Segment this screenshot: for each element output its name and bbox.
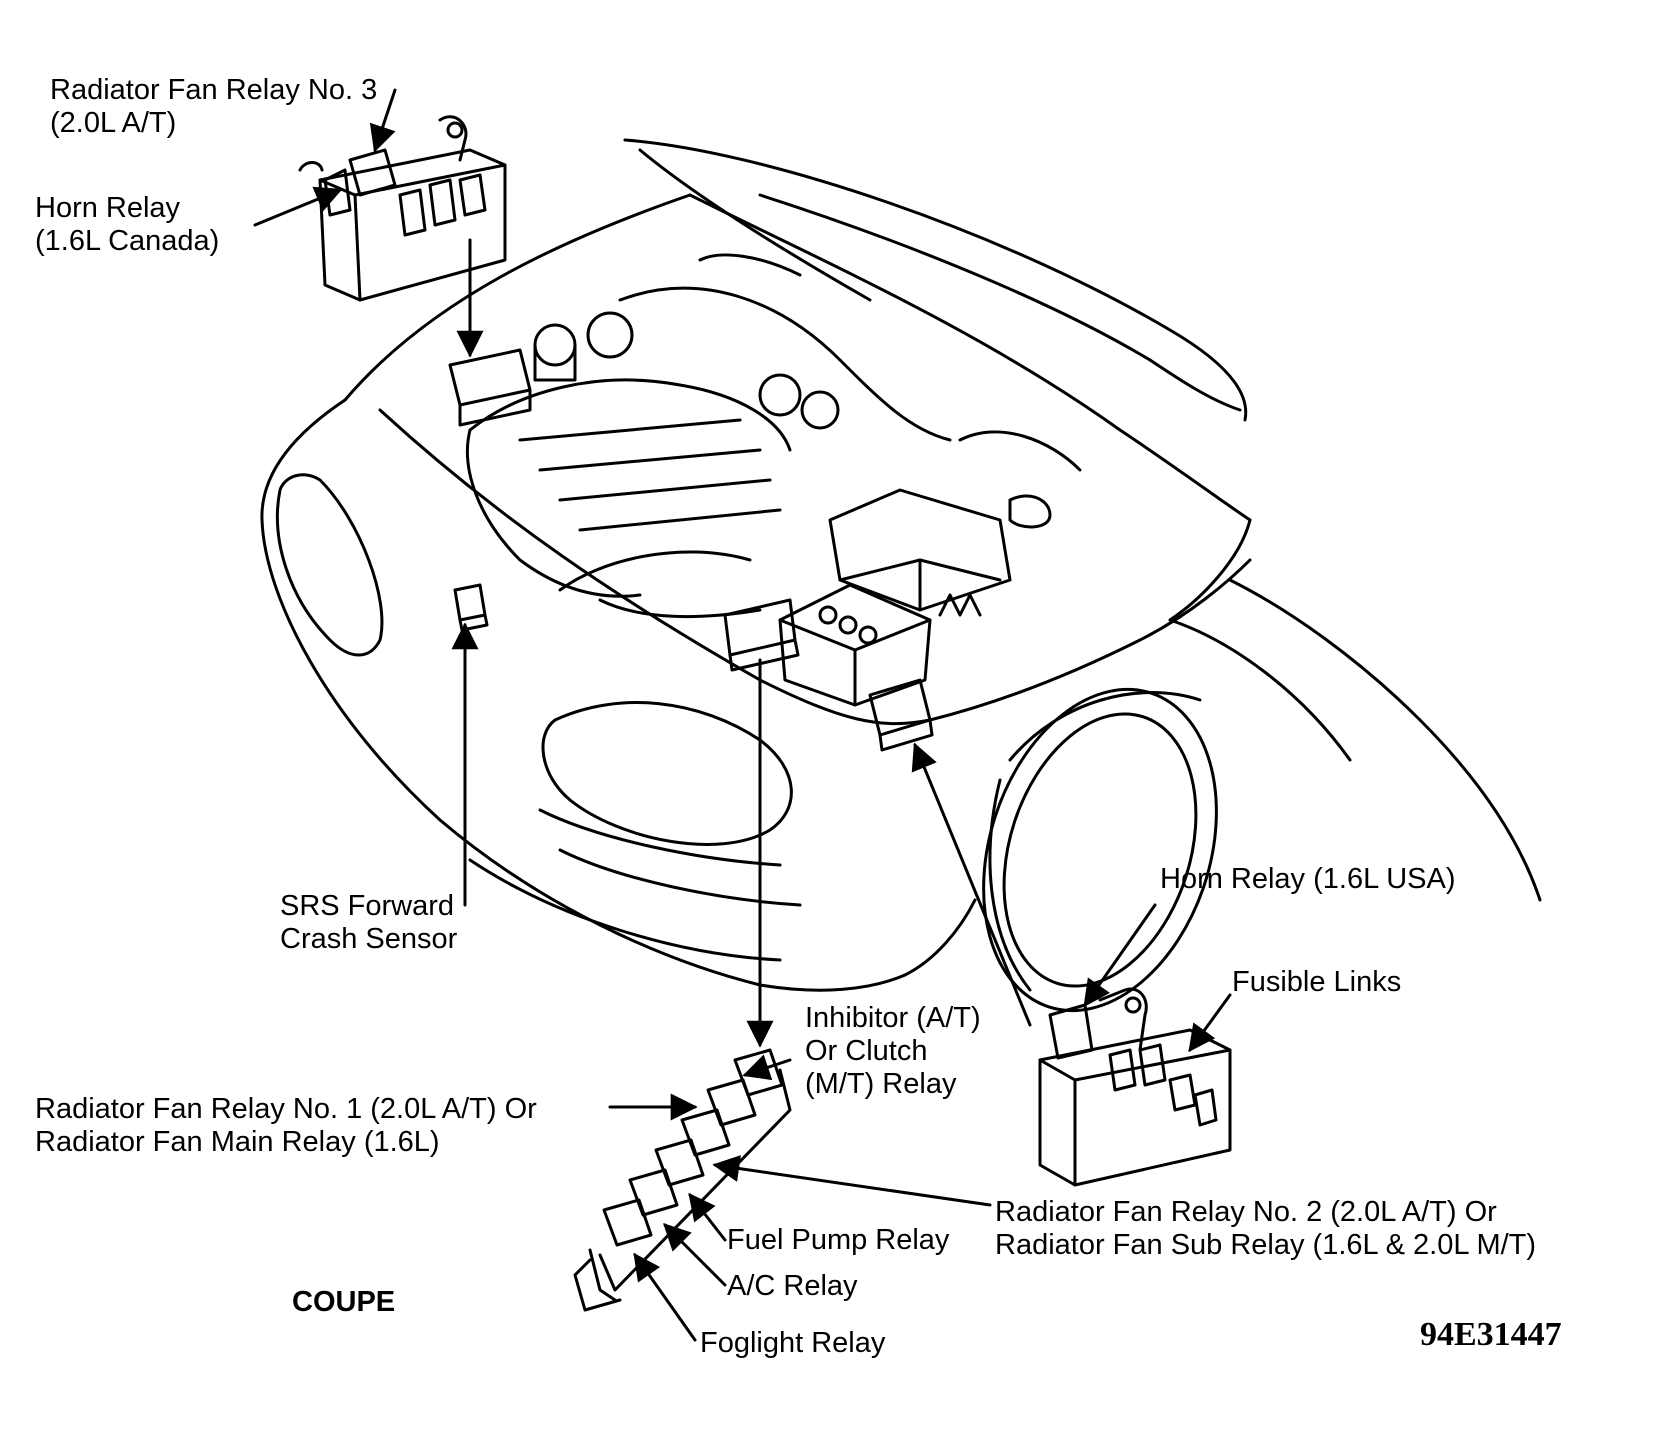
label-inhibitor-line2: Or Clutch (805, 1035, 928, 1067)
car-body-outline (260, 193, 1542, 992)
label-fan-relay-1-line2: Radiator Fan Main Relay (1.6L) (35, 1126, 440, 1158)
label-radiator-fan-relay-2: Radiator Fan Relay No. 2 (2.0L A/T) Or R… (995, 1196, 1536, 1262)
washer-cap (1008, 494, 1052, 529)
master-cylinder-cap (800, 390, 840, 430)
hood (623, 138, 1248, 422)
reservoir (533, 343, 577, 382)
label-fusible-links-text: Fusible Links (1232, 966, 1402, 998)
air-cleaner-box (828, 488, 1012, 617)
inset-fusible-link-box (1038, 987, 1232, 1187)
label-horn-relay-usa: Horn Relay (1.6L USA) (1160, 863, 1455, 896)
label-ac-relay-text: A/C Relay (727, 1270, 858, 1302)
label-foglight-relay: Foglight Relay (700, 1327, 885, 1360)
brake-booster (758, 373, 802, 417)
body-style-text: COUPE (292, 1286, 396, 1318)
bumper-lower-edge (468, 858, 782, 962)
left-headlight (276, 473, 384, 657)
hose (618, 286, 952, 442)
label-ac-relay: A/C Relay (727, 1270, 858, 1303)
label-inhibitor-relay: Inhibitor (A/T) Or Clutch (M/T) Relay (805, 1002, 981, 1101)
label-fan-relay-2-line1: Radiator Fan Relay No. 2 (2.0L A/T) Or (995, 1196, 1497, 1228)
inset-relay-box-top (298, 115, 507, 302)
label-radiator-fan-relay-1: Radiator Fan Relay No. 1 (2.0L A/T) Or R… (35, 1093, 537, 1159)
label-radiator-fan-relay-3-line2: (2.0L A/T) (50, 107, 177, 139)
front-wheel (982, 687, 1218, 1013)
reservoir-cap (586, 311, 634, 359)
srs-sensor-part (453, 583, 489, 632)
label-srs-line2: Crash Sensor (280, 923, 458, 955)
leader-lines (253, 88, 1232, 1342)
bumper-slot-lower (558, 848, 802, 907)
headlight (541, 701, 793, 846)
label-srs-line1: SRS Forward (280, 890, 455, 922)
bumper-slot-upper (538, 808, 782, 867)
label-horn-relay-canada-line1: Horn Relay (35, 192, 181, 224)
label-fuel-pump-relay-text: Fuel Pump Relay (727, 1224, 950, 1256)
label-inhibitor-line3: (M/T) Relay (805, 1068, 957, 1100)
body-style-label: COUPE (292, 1286, 395, 1319)
hose-3 (958, 430, 1082, 472)
front-relay-block (868, 678, 934, 752)
label-horn-relay-canada: Horn Relay (1.6L Canada) (35, 192, 219, 258)
label-radiator-fan-relay-3: Radiator Fan Relay No. 3 (2.0L A/T) (50, 74, 377, 140)
label-radiator-fan-relay-3-line1: Radiator Fan Relay No. 3 (50, 74, 378, 106)
label-horn-relay-canada-line2: (1.6L Canada) (35, 225, 220, 257)
main-relay-block (448, 348, 532, 427)
label-srs-forward-crash-sensor: SRS Forward Crash Sensor (280, 890, 457, 956)
label-fuel-pump-relay: Fuel Pump Relay (727, 1224, 949, 1257)
hose-2 (698, 253, 802, 277)
label-horn-relay-usa-text: Horn Relay (1.6L USA) (1160, 863, 1456, 895)
coolant-cap (533, 323, 577, 367)
label-fusible-links: Fusible Links (1232, 966, 1401, 999)
label-inhibitor-line1: Inhibitor (A/T) (805, 1002, 981, 1034)
relay-bracket (723, 598, 800, 672)
figure-id-text: 94E31447 (1420, 1316, 1562, 1353)
label-fan-relay-2-line2: Radiator Fan Sub Relay (1.6L & 2.0L M/T) (995, 1229, 1537, 1261)
engine (465, 378, 792, 619)
label-fan-relay-1-line1: Radiator Fan Relay No. 1 (2.0L A/T) Or (35, 1093, 537, 1125)
label-foglight-relay-text: Foglight Relay (700, 1327, 886, 1359)
battery (778, 583, 932, 707)
figure-id: 94E31447 (1420, 1316, 1562, 1353)
